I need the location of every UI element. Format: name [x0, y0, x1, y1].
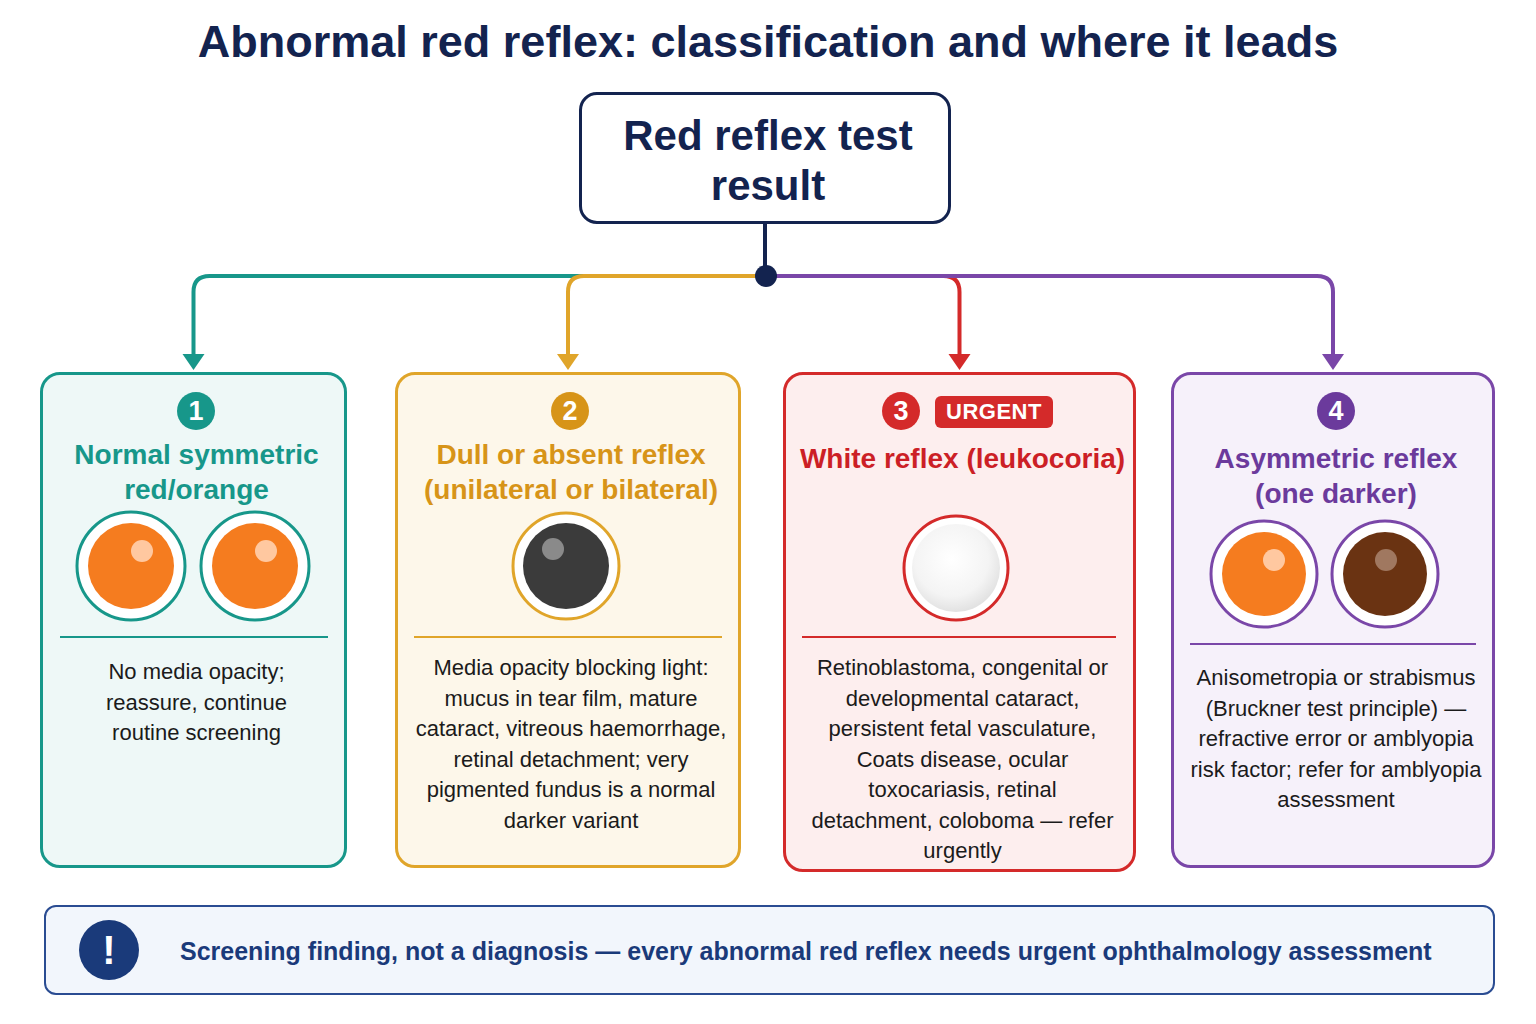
callout-number: 4 [1317, 392, 1355, 430]
callout-number: 2 [551, 392, 589, 430]
category-card: 4Asymmetric reflex (one darker) Anisometr… [1171, 372, 1495, 868]
root-label: Red reflex test result [622, 111, 914, 211]
callout-number: 3 [882, 392, 920, 430]
connector-arrow [557, 224, 765, 370]
connector-arrow [765, 224, 1344, 370]
card-heading: Asymmetric reflex (one darker) [1184, 441, 1488, 511]
card-heading: Dull or absent reflex (unilateral or bil… [408, 437, 734, 507]
alert-icon: ! [79, 920, 139, 980]
junction-dot [755, 265, 777, 287]
connector-arrow [183, 224, 766, 370]
card-heading: Normal symmetric red/orange [53, 437, 340, 507]
card-body: Retinoblastoma, congenital or developmen… [808, 653, 1117, 867]
category-card: 1Normal symmetric red/orange No media opa… [40, 372, 347, 868]
note-band: ! Screening finding, not a diagnosis — ev… [44, 905, 1495, 995]
callout-number: 1 [177, 392, 215, 430]
diagram-title: Abnormal red reflex: classification and … [0, 16, 1536, 68]
category-card: 3 URGENT White reflex (leukocoria) Retinobl… [783, 372, 1136, 872]
card-heading: White reflex (leukocoria) [796, 441, 1129, 476]
category-card: 2Dull or absent reflex (unilateral or bi… [395, 372, 741, 868]
card-body: Anisometropia or strabismus (Bruckner te… [1188, 663, 1484, 816]
note-text: Screening finding, not a diagnosis — eve… [180, 935, 1490, 967]
root-box: Red reflex test result [579, 92, 951, 224]
card-body: No media opacity; reassure, continue rou… [81, 657, 312, 749]
card-body: Media opacity blocking light: mucus in t… [406, 653, 736, 836]
urgent-badge: URGENT [935, 396, 1053, 428]
connector-arrow [765, 224, 971, 370]
